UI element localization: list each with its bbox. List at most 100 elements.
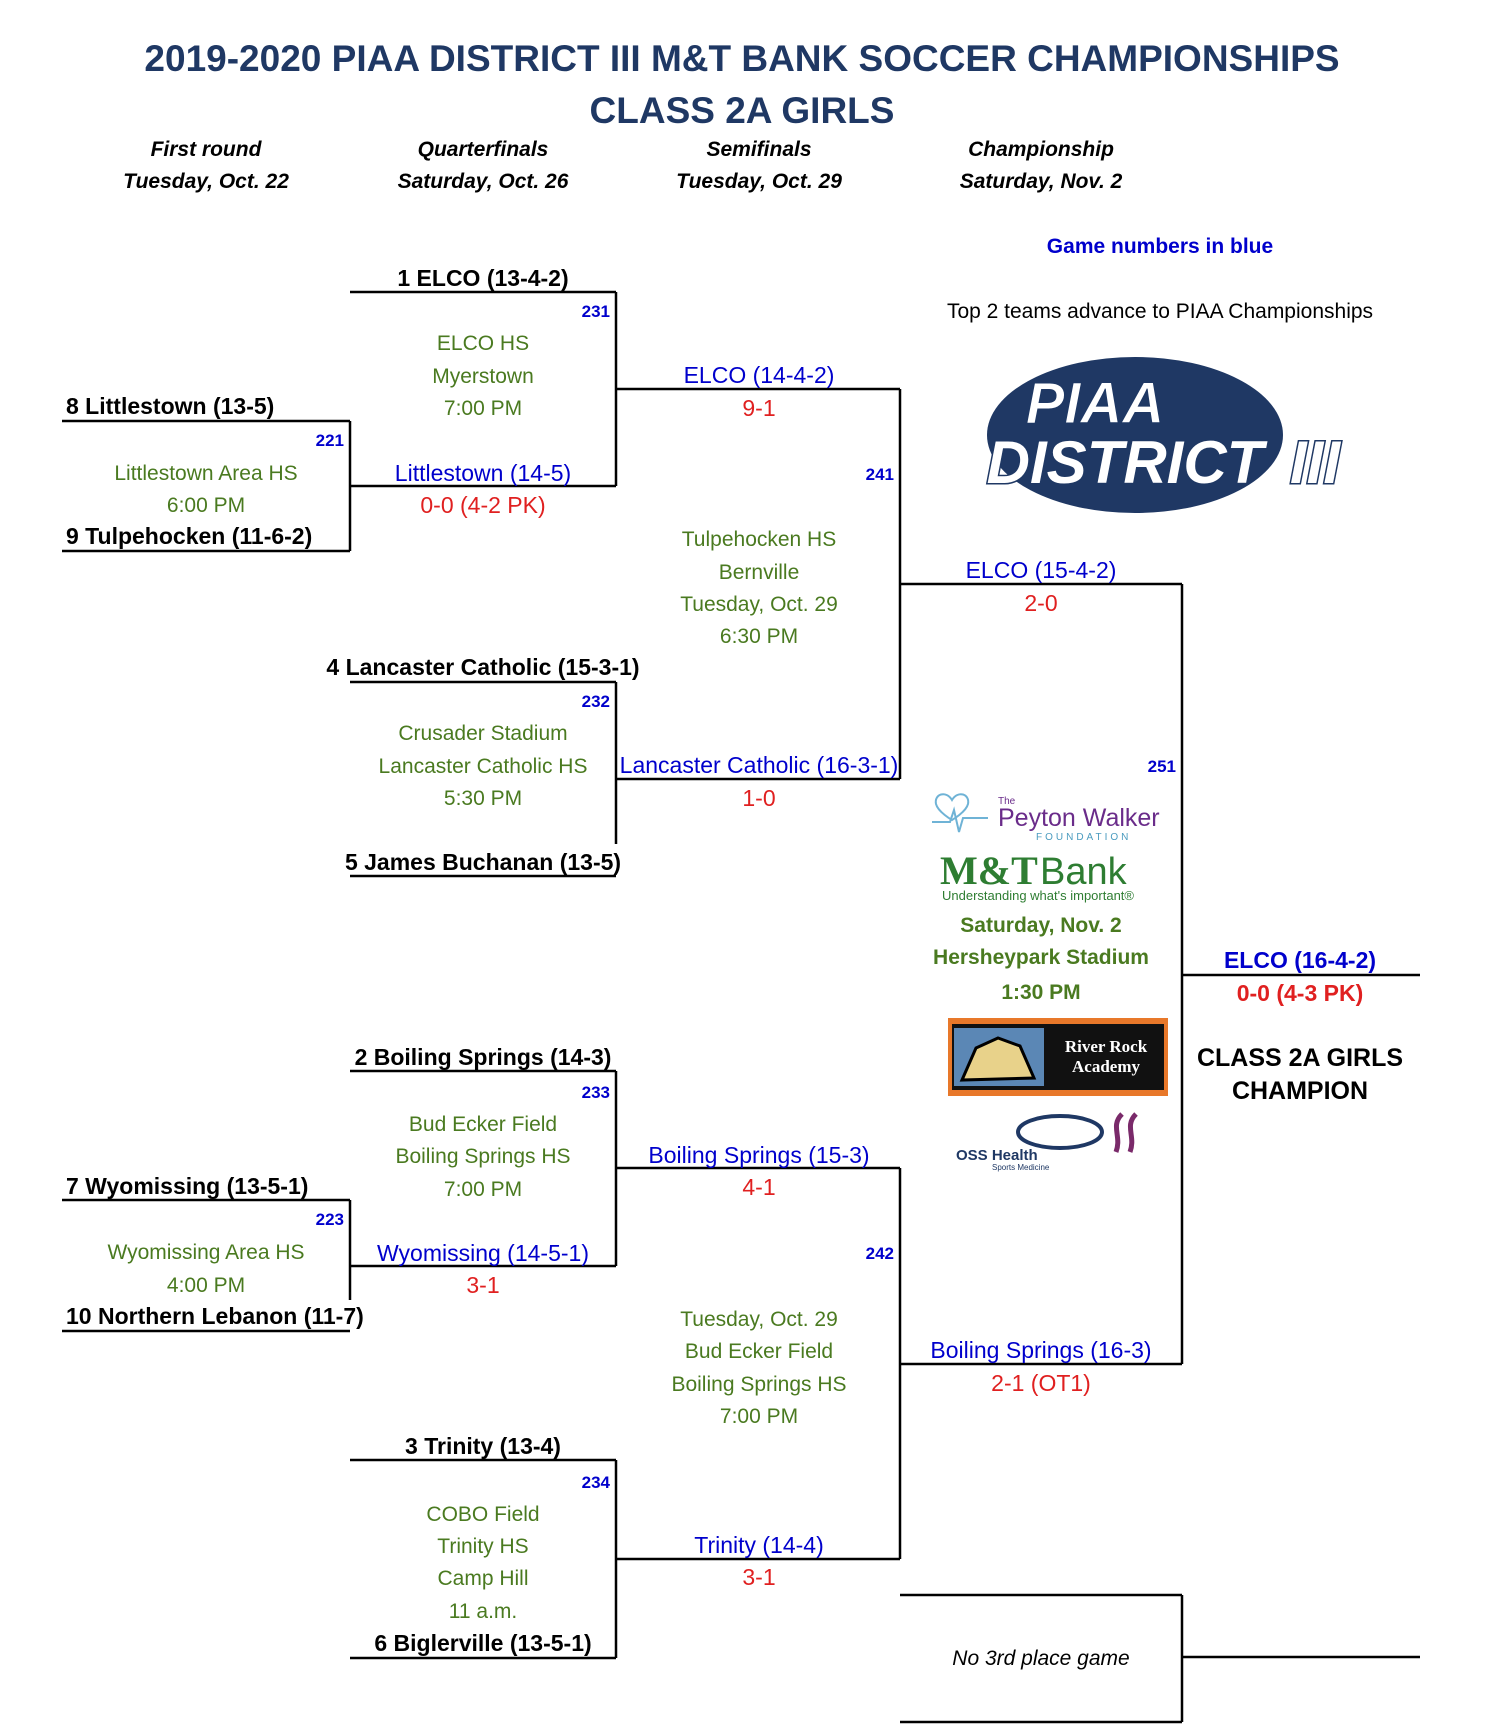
round-date-semifinals: Tuesday, Oct. 29 — [676, 170, 842, 193]
game-number-223: 223 — [315, 1210, 344, 1229]
round-header-quarterfinals: Quarterfinals — [417, 138, 549, 161]
oss-health-logo: OSS Health Sports Medicine — [950, 1108, 1170, 1172]
game-number-232: 232 — [581, 692, 610, 711]
venue-223-line1: Wyomissing Area HS — [107, 1241, 305, 1264]
round-header-championship: Championship — [968, 138, 1114, 161]
score-223: 3-1 — [466, 1272, 500, 1298]
river-rock-text: River Rock — [1065, 1037, 1148, 1056]
team-seed-2: 2 Boiling Springs (14-3) — [354, 1044, 612, 1070]
venue-233-line3: 7:00 PM — [443, 1178, 523, 1201]
team-seed-7: 7 Wyomissing (13-5-1) — [66, 1173, 309, 1199]
score-241: 2-0 — [1024, 590, 1058, 616]
team-seed-1: 1 ELCO (13-4-2) — [397, 265, 569, 291]
round-header-semifinals: Semifinals — [706, 138, 812, 161]
final-score: 0-0 (4-3 PK) — [1236, 980, 1364, 1006]
academy-text: Academy — [1072, 1057, 1140, 1076]
winner-241: ELCO (15-4-2) — [965, 557, 1117, 583]
venue-251-line1: Saturday, Nov. 2 — [960, 914, 1122, 937]
team-seed-9: 9 Tulpehocken (11-6-2) — [66, 523, 313, 549]
winner-234: Trinity (14-4) — [694, 1532, 824, 1558]
round-date-quarterfinals: Saturday, Oct. 26 — [397, 170, 569, 193]
team-seed-4: 4 Lancaster Catholic (15-3-1) — [326, 654, 640, 680]
venue-221-line2: 6:00 PM — [166, 494, 246, 517]
round-date-first: Tuesday, Oct. 22 — [123, 170, 289, 193]
champion-team: ELCO (16-4-2) — [1223, 947, 1377, 973]
venue-232-line2: Lancaster Catholic HS — [378, 755, 588, 778]
winner-233: Boiling Springs (15-3) — [648, 1142, 870, 1168]
round-header-first: First round — [150, 138, 262, 161]
venue-223-line2: 4:00 PM — [166, 1274, 246, 1297]
venue-251-line3: 1:30 PM — [1001, 981, 1081, 1004]
game-number-251: 251 — [1147, 757, 1176, 776]
mt-logo-text: M&T — [940, 848, 1038, 893]
venue-234-line3: Camp Hill — [437, 1567, 529, 1590]
bank-logo-text: Bank — [1040, 851, 1128, 893]
venue-242-line3: Boiling Springs HS — [671, 1373, 847, 1396]
river-rock-academy-logo: River Rock Academy — [948, 1018, 1168, 1096]
team-seed-6: 6 Biglerville (13-5-1) — [374, 1630, 592, 1656]
champion-label-line2: CHAMPION — [1231, 1076, 1369, 1105]
winner-221: Littlestown (14-5) — [394, 460, 572, 486]
venue-241-line4: 6:30 PM — [719, 625, 799, 648]
champion-label: CLASS 2A GIRLS CHAMPION — [1197, 1042, 1403, 1107]
venue-242-line2: Bud Ecker Field — [684, 1340, 834, 1363]
iii-logo-text: III — [1290, 429, 1341, 496]
score-231: 9-1 — [742, 395, 776, 421]
team-seed-8: 8 Littlestown (13-5) — [66, 393, 275, 419]
venue-233-line2: Boiling Springs HS — [395, 1145, 571, 1168]
peyton-walker-logo: The Peyton Walker FOUNDATION — [928, 790, 1168, 843]
venue-231-line1: ELCO HS — [436, 332, 530, 355]
oss-health-text: OSS Health — [956, 1147, 1038, 1164]
winner-242: Boiling Springs (16-3) — [930, 1337, 1152, 1363]
third-place-note: No 3rd place game — [952, 1647, 1130, 1670]
game-number-231: 231 — [581, 302, 610, 321]
game-number-234: 234 — [581, 1473, 610, 1492]
venue-234-line2: Trinity HS — [437, 1535, 529, 1558]
venue-232-line1: Crusader Stadium — [398, 722, 568, 745]
winner-231: ELCO (14-4-2) — [683, 362, 835, 388]
venue-251-line2: Hersheypark Stadium — [933, 946, 1149, 969]
venue-233-line1: Bud Ecker Field — [408, 1113, 558, 1136]
piaa-logo-text: PIAA — [1026, 371, 1165, 436]
venue-231-line3: 7:00 PM — [443, 397, 523, 420]
venue-241-line3: Tuesday, Oct. 29 — [680, 593, 838, 616]
peyton-name-text: Peyton Walker — [998, 804, 1160, 832]
mt-tagline-text: Understanding what's important® — [942, 888, 1134, 903]
score-233: 4-1 — [742, 1174, 776, 1200]
venue-221-line1: Littlestown Area HS — [114, 462, 298, 485]
page-title: 2019-2020 PIAA DISTRICT III M&T BANK SOC… — [144, 38, 1340, 79]
game-number-221: 221 — [315, 431, 344, 450]
district-logo-text: DISTRICT — [987, 429, 1268, 496]
team-seed-3: 3 Trinity (13-4) — [405, 1433, 561, 1459]
team-seed-5: 5 James Buchanan (13-5) — [344, 849, 622, 875]
peyton-the-text: The — [998, 796, 1016, 807]
mt-bank-logo: M&T Bank Understanding what's important® — [940, 848, 1170, 904]
round-date-championship: Saturday, Nov. 2 — [959, 170, 1123, 193]
venue-232-line3: 5:30 PM — [443, 787, 523, 810]
score-234: 3-1 — [742, 1564, 776, 1590]
team-seed-10: 10 Northern Lebanon (11-7) — [66, 1303, 364, 1329]
score-221: 0-0 (4-2 PK) — [420, 492, 546, 518]
advance-note: Top 2 teams advance to PIAA Championship… — [946, 300, 1374, 323]
game-number-242: 242 — [865, 1244, 894, 1263]
piaa-district-logo: PIAA DISTRICT III — [985, 355, 1377, 515]
game-numbers-note: Game numbers in blue — [1046, 235, 1274, 258]
venue-242-line1: Tuesday, Oct. 29 — [680, 1308, 838, 1331]
venue-242-line4: 7:00 PM — [719, 1405, 799, 1428]
score-232: 1-0 — [742, 785, 776, 811]
game-number-233: 233 — [581, 1083, 610, 1102]
champion-label-line1: CLASS 2A GIRLS — [1196, 1044, 1404, 1072]
venue-234-line1: COBO Field — [426, 1503, 540, 1526]
winner-223: Wyomissing (14-5-1) — [377, 1240, 589, 1266]
peyton-foundation-text: FOUNDATION — [1036, 832, 1131, 842]
venue-231-line2: Myerstown — [432, 365, 534, 388]
page-subtitle: CLASS 2A GIRLS — [589, 90, 895, 131]
venue-234-line4: 11 a.m. — [448, 1600, 518, 1623]
winner-232: Lancaster Catholic (16-3-1) — [619, 752, 899, 778]
oss-sports-text: Sports Medicine — [992, 1163, 1050, 1172]
score-242: 2-1 (OT1) — [991, 1370, 1091, 1396]
game-number-241: 241 — [865, 465, 894, 484]
venue-241-line1: Tulpehocken HS — [681, 528, 837, 551]
venue-241-line2: Bernville — [718, 561, 800, 584]
